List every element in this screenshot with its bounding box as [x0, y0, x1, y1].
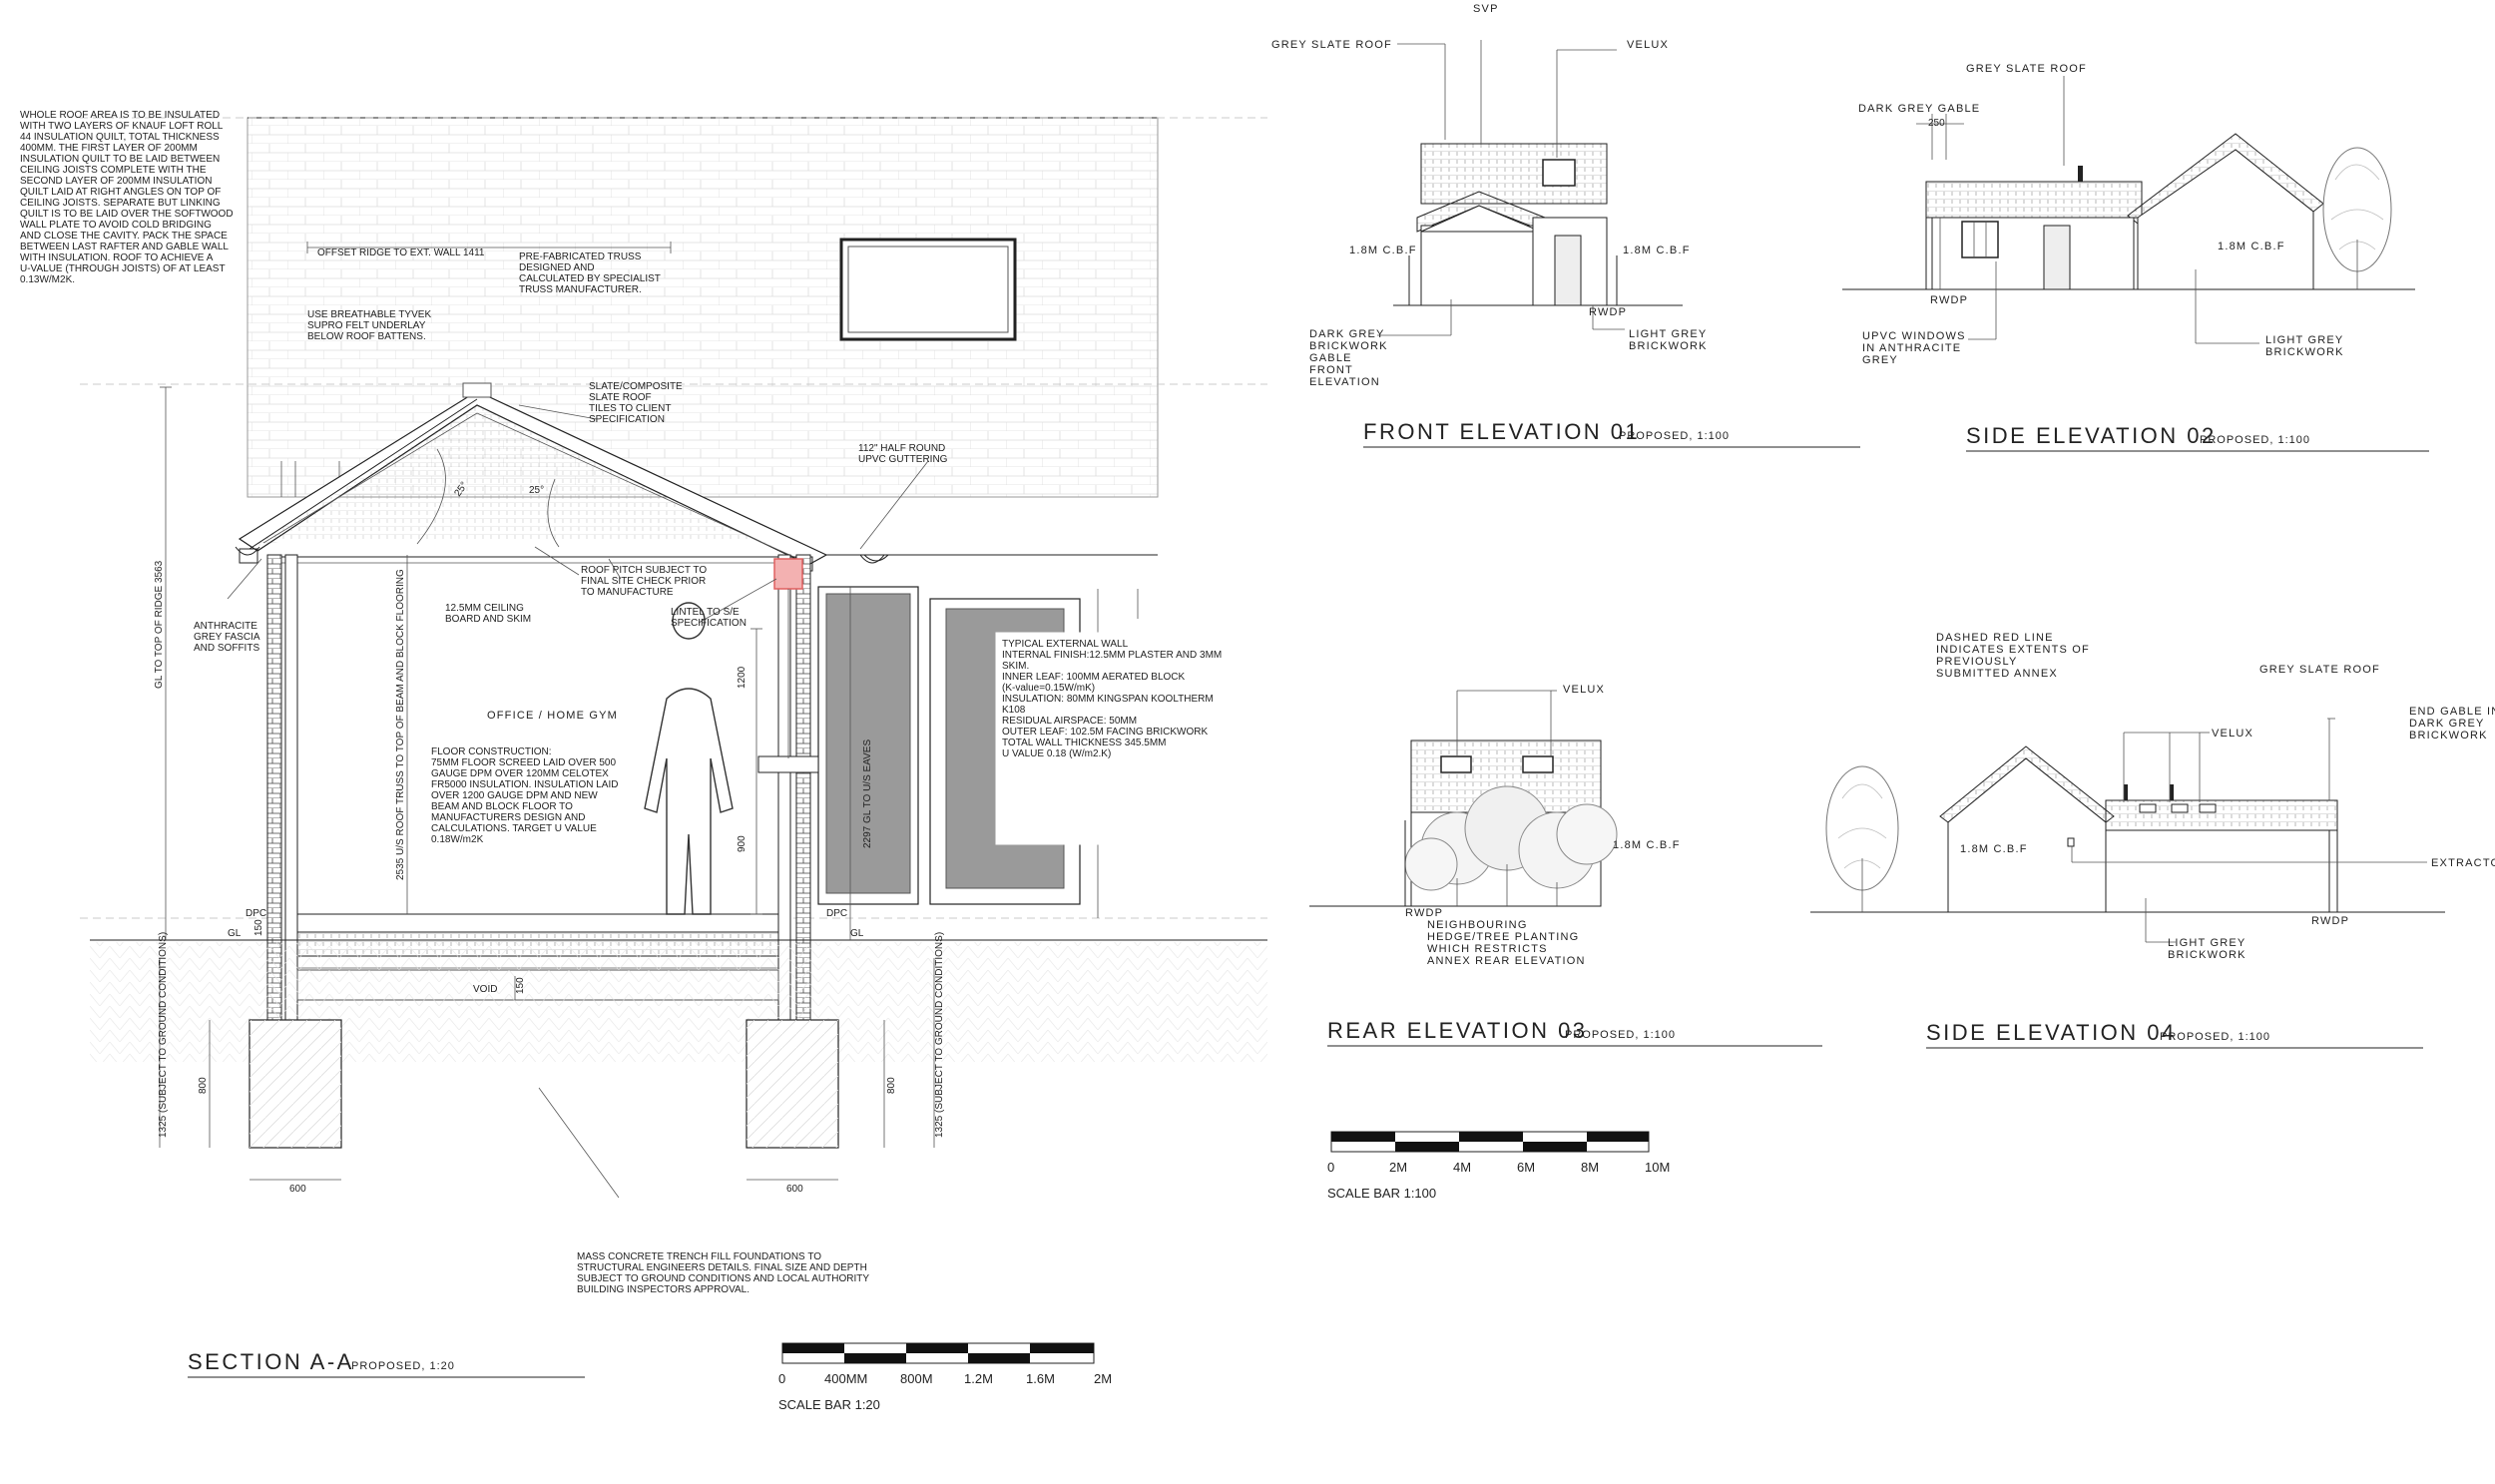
lintel-note: LINTEL TO S/E SPECIFICATION: [671, 607, 747, 629]
rear-hedge-note: NEIGHBOURING HEDGE/TREE PLANTING WHICH R…: [1427, 919, 1586, 967]
fascia-note: ANTHRACITE GREY FASCIA AND SOFFITS: [194, 621, 262, 654]
scale100-tick-5: 10M: [1645, 1160, 1670, 1175]
rear-elevation-03: VELUX 1.8M C.B.F RWDP NEIGHBOURING HEDGE…: [1309, 684, 1822, 1047]
dpc-left: DPC: [246, 908, 266, 919]
front-elevation-01: SVP GREY SLATE ROOF VELUX 1.8M C.B.F 1.8…: [1271, 3, 1860, 448]
gutter-note: 112" HALF ROUND UPVC GUTTERING: [858, 443, 948, 465]
slate-roof-note: SLATE/COMPOSITE SLATE ROOF TILES TO CLIE…: [589, 381, 686, 425]
side02-dim-250: 250: [1928, 118, 1945, 129]
scale-bar-1-100: 0 2M 4M 6M 8M 10M SCALE BAR 1:100: [1327, 1131, 1670, 1201]
section-title: SECTION A-A: [188, 1349, 354, 1374]
side04-brick-note: LIGHT GREY BRICKWORK: [2168, 937, 2250, 961]
gl-right: GL: [850, 928, 864, 939]
front-elevation-subtitle: PROPOSED, 1:100: [1619, 430, 1730, 442]
side04-dashed-note: DASHED RED LINE INDICATES EXTENTS OF PRE…: [1936, 632, 2094, 680]
hedge-planting: [1404, 785, 1618, 906]
front-cbf-left: 1.8M C.B.F: [1349, 245, 1417, 256]
scale100-label: SCALE BAR 1:100: [1327, 1186, 1436, 1201]
dim-800-right: 800: [886, 1077, 897, 1094]
dim-800-left: 800: [198, 1077, 209, 1094]
side04-cbf: 1.8M C.B.F: [1960, 843, 2028, 855]
scale100-tick-0: 0: [1327, 1160, 1334, 1175]
scale20-label: SCALE BAR 1:20: [778, 1397, 880, 1412]
scale20-tick-0: 0: [778, 1371, 785, 1386]
truss-note: PRE-FABRICATED TRUSS DESIGNED AND CALCUL…: [519, 251, 664, 295]
dim-900: 900: [737, 835, 748, 852]
side04-end-gable-note: END GABLE IN DARK GREY BRICKWORK: [2409, 706, 2495, 742]
offset-ridge-dimension: OFFSET RIDGE TO EXT. WALL 1411: [317, 247, 485, 258]
side04-rwdp: RWDP: [2311, 915, 2349, 927]
background-roof: [247, 117, 1159, 498]
scale100-tick-1: 2M: [1389, 1160, 1407, 1175]
rear-title: REAR ELEVATION 03: [1327, 1018, 1588, 1043]
eaves-height-dimension: 2297 GL TO U/S EAVES: [862, 740, 873, 848]
dim-1325-left: 1325 (SUBJECT TO GROUND CONDITIONS): [158, 932, 169, 1138]
scale20-tick-3: 1.2M: [964, 1371, 993, 1386]
ridge-height-dimension: GL TO TOP OF RIDGE 3563: [154, 560, 165, 689]
side02-rwdp: RWDP: [1930, 294, 1968, 306]
side02-gable-label: DARK GREY GABLE: [1858, 103, 1980, 115]
floor-construction-note: FLOOR CONSTRUCTION: 75MM FLOOR SCREED LA…: [431, 746, 621, 845]
side04-extractor: EXTRACTOR: [2431, 857, 2495, 869]
side02-title: SIDE ELEVATION 02: [1966, 423, 2217, 448]
rear-velux-label: VELUX: [1563, 684, 1605, 696]
side-elevation-04: DASHED RED LINE INDICATES EXTENTS OF PRE…: [1810, 632, 2495, 1049]
dim-1325-right: 1325 (SUBJECT TO GROUND CONDITIONS): [934, 932, 945, 1138]
external-wall-note: TYPICAL EXTERNAL WALL INTERNAL FINISH:12…: [1002, 639, 1225, 759]
room-label: OFFICE / HOME GYM: [487, 710, 618, 722]
front-gable-note: DARK GREY BRICKWORK GABLE FRONT ELEVATIO…: [1309, 328, 1392, 388]
section-subtitle: PROPOSED, 1:20: [351, 1360, 455, 1372]
scale20-tick-4: 1.6M: [1026, 1371, 1055, 1386]
roof-pitch-note: ROOF PITCH SUBJECT TO FINAL SITE CHECK P…: [581, 565, 710, 598]
background-window: [839, 238, 1017, 341]
truss-height-dimension: 2535 U/S ROOF TRUSS TO TOP OF BEAM AND B…: [395, 569, 406, 880]
front-cbf-right: 1.8M C.B.F: [1623, 245, 1691, 256]
person-silhouette: [644, 602, 734, 915]
dim-600-right: 600: [786, 1184, 803, 1195]
dpc-right: DPC: [826, 908, 847, 919]
scale20-tick-2: 800M: [900, 1371, 933, 1386]
rear-subtitle: PROPOSED, 1:100: [1565, 1029, 1676, 1041]
lintel-highlight: [773, 558, 803, 590]
dim-150: 150: [515, 977, 526, 994]
side04-title: SIDE ELEVATION 04: [1926, 1020, 2177, 1045]
side02-windows-note: UPVC WINDOWS IN ANTHRACITE GREY: [1862, 330, 1970, 366]
front-svp-label: SVP: [1473, 3, 1499, 15]
side04-roof-label: GREY SLATE ROOF: [2259, 664, 2380, 676]
side02-roof-label: GREY SLATE ROOF: [1966, 63, 2087, 75]
side04-subtitle: PROPOSED, 1:100: [2160, 1031, 2270, 1043]
void-label: VOID: [473, 984, 497, 995]
dim-1200: 1200: [737, 666, 748, 689]
front-velux-label: VELUX: [1627, 39, 1669, 51]
section-a-a: 25° 25°: [20, 110, 1267, 1378]
scale-bar-1-20: 0 400MM 800M 1.2M 1.6M 2M SCALE BAR 1:20: [778, 1342, 1112, 1412]
rear-cbf: 1.8M C.B.F: [1613, 839, 1681, 851]
ceiling-note: 12.5MM CEILING BOARD AND SKIM: [445, 603, 531, 625]
scale20-tick-5: 2M: [1094, 1371, 1112, 1386]
roof-insulation-note: WHOLE ROOF AREA IS TO BE INSULATED WITH …: [20, 110, 236, 285]
dim-150-dpc: 150: [253, 919, 264, 936]
side04-velux-label: VELUX: [2212, 728, 2253, 740]
side-elevation-02: GREY SLATE ROOF DARK GREY GABLE 250 1.8M…: [1842, 63, 2429, 452]
dim-600-left: 600: [289, 1184, 306, 1195]
gl-left: GL: [228, 928, 242, 939]
scale20-tick-1: 400MM: [824, 1371, 867, 1386]
front-brick-note: LIGHT GREY BRICKWORK: [1629, 328, 1712, 352]
side02-subtitle: PROPOSED, 1:100: [2200, 434, 2310, 446]
front-elevation-title: FRONT ELEVATION 01: [1363, 419, 1640, 444]
scale100-tick-2: 4M: [1453, 1160, 1471, 1175]
side02-cbf: 1.8M C.B.F: [2218, 241, 2285, 252]
glazing-panel: [825, 593, 911, 894]
front-roof-label: GREY SLATE ROOF: [1271, 39, 1392, 51]
scale100-tick-3: 6M: [1517, 1160, 1535, 1175]
foundation-note: MASS CONCRETE TRENCH FILL FOUNDATIONS TO…: [577, 1251, 872, 1295]
tyvek-note: USE BREATHABLE TYVEK SUPRO FELT UNDERLAY…: [307, 309, 434, 342]
side02-brick-note: LIGHT GREY BRICKWORK: [2265, 334, 2348, 358]
pitch-angle-right: 25°: [529, 485, 544, 496]
scale100-tick-4: 8M: [1581, 1160, 1599, 1175]
rear-rwdp: RWDP: [1405, 907, 1443, 919]
front-rwdp: RWDP: [1589, 306, 1627, 318]
